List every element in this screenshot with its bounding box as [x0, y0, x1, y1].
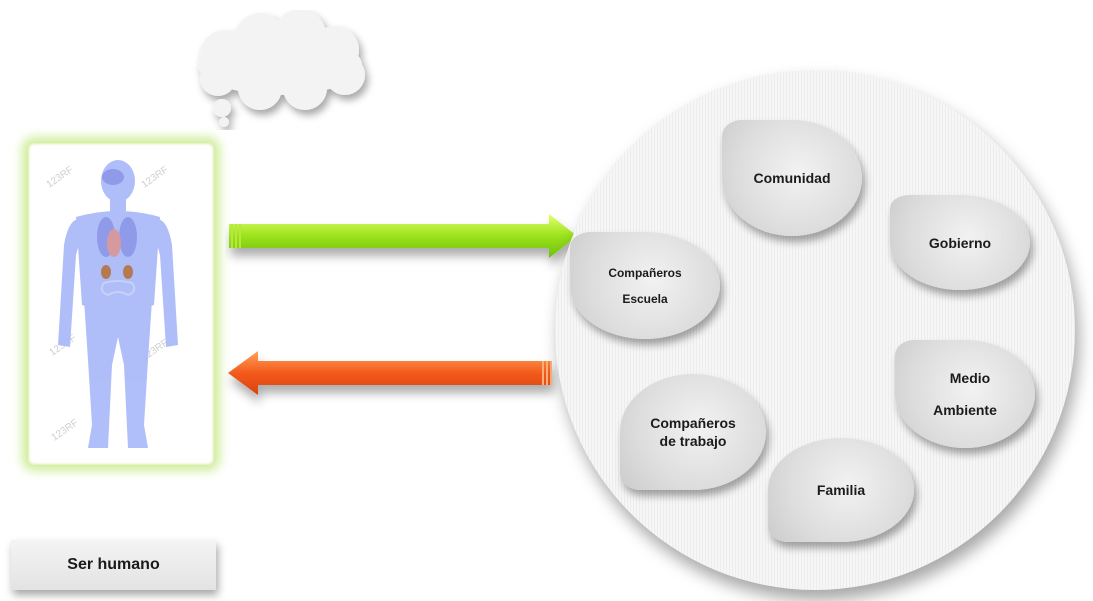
label-familia: Familia	[816, 482, 866, 498]
circle-companeros-trabajo: Compañeros de trabajo	[620, 374, 766, 490]
ser-humano-label: Ser humano	[11, 540, 216, 590]
circle-gobierno: Gobierno	[890, 195, 1030, 290]
label-comunidad: Comunidad	[753, 170, 831, 186]
label-ambiente: Ambiente	[933, 402, 997, 418]
left-arrow	[228, 351, 552, 395]
label-companeros-trabajo-1: Compañeros	[650, 414, 736, 431]
circle-companeros-escuela: Compañeros Escuela	[570, 232, 720, 339]
right-arrow	[229, 214, 577, 258]
label-medio: Medio	[949, 370, 991, 386]
label-gobierno: Gobierno	[928, 234, 992, 251]
circle-comunidad: Comunidad	[722, 120, 862, 236]
ser-humano-text: Ser humano	[67, 556, 160, 573]
thought-cloud	[198, 10, 365, 127]
label-companeros-trabajo-2: de trabajo	[659, 433, 727, 449]
label-companeros: Compañeros	[608, 265, 682, 280]
circle-familia: Familia	[768, 438, 914, 542]
circle-medio-ambiente: Medio Ambiente	[895, 340, 1035, 448]
human-body-figure	[58, 160, 178, 448]
label-escuela: Escuela	[622, 291, 668, 306]
